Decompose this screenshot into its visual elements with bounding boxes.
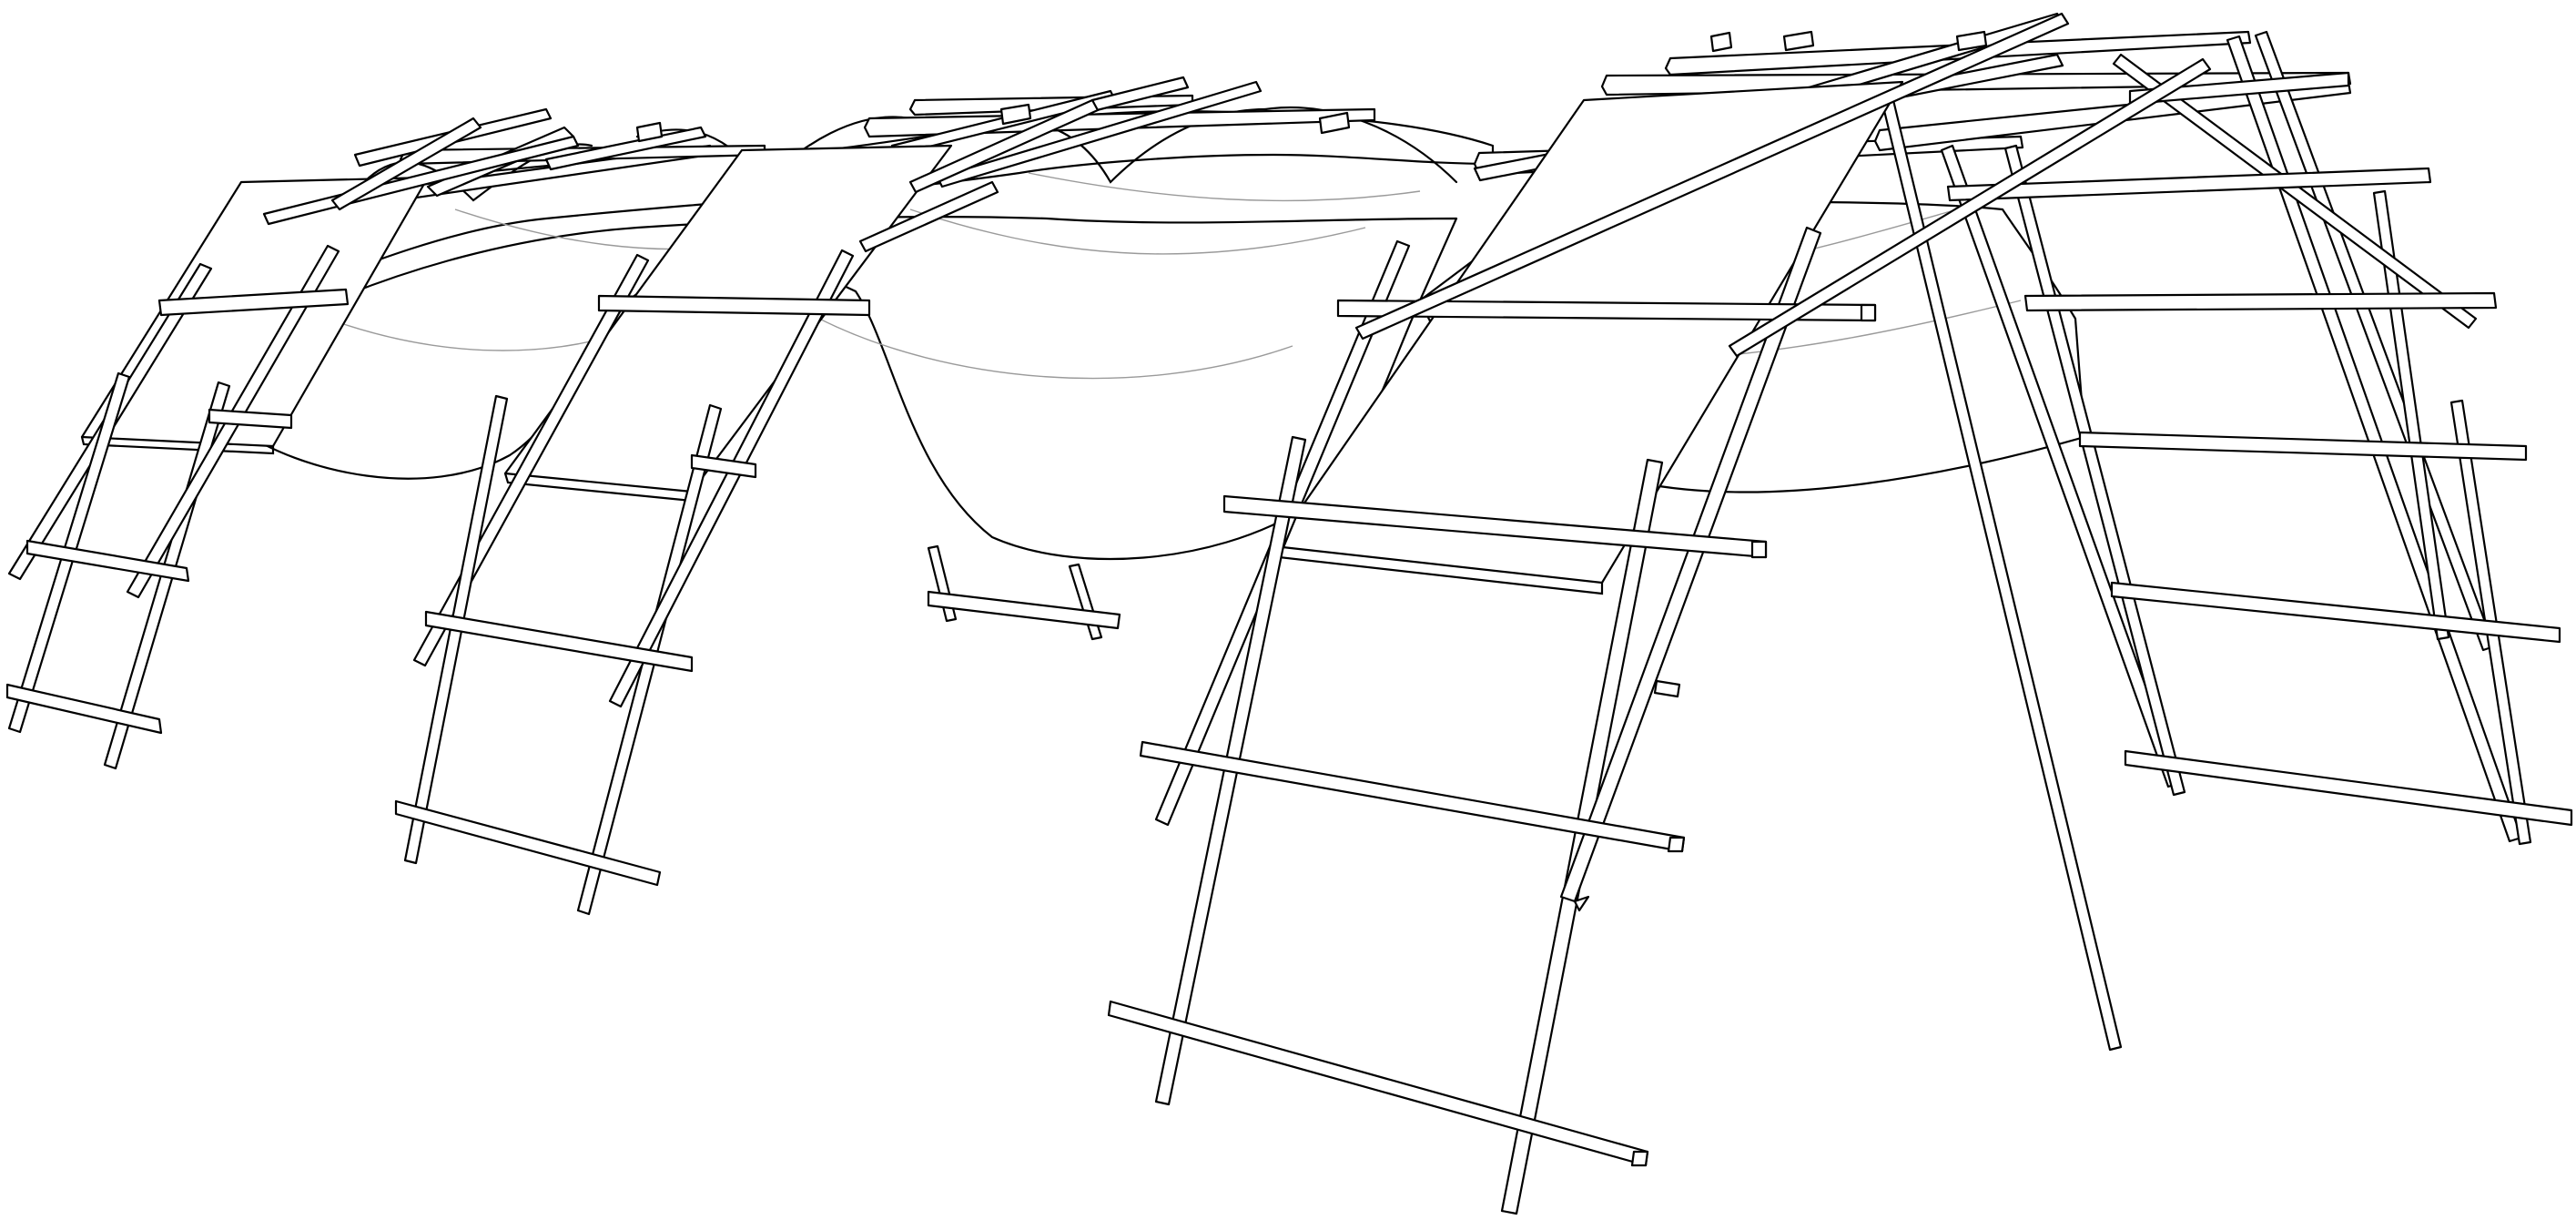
ladder-rail-middle-left-4	[608, 249, 855, 708]
ladder-rail-front-4-cap	[1573, 895, 1590, 912]
ladder-rung-middle-left-2	[424, 610, 694, 673]
roof-panel-middle-left	[503, 144, 953, 493]
ladder-rail-front-3	[1500, 458, 1664, 1215]
ladder-rung-right-6	[2128, 71, 2350, 106]
canopy-fold-4	[909, 208, 1366, 255]
rung-cap-4	[1630, 1150, 1649, 1167]
ladder-rung-middle-left-1	[394, 799, 662, 887]
ridge-block-5	[1955, 30, 1988, 52]
ladder-rung-middle-left-3	[597, 294, 871, 317]
ladder-rung-far-left-4	[208, 408, 293, 430]
back-leg-1	[927, 544, 958, 623]
ladder-rung-right-4	[2110, 581, 2561, 644]
ladder-rung-front-1	[1107, 1000, 1649, 1167]
ladder-rung-right-3	[2078, 431, 2528, 462]
roof-panel-front	[1273, 80, 1904, 585]
rung-cap-2	[1750, 540, 1768, 559]
ladder-rung-right-1	[1946, 167, 2432, 202]
brace-far-left-3	[330, 117, 482, 211]
frame-right	[1881, 30, 2573, 1052]
ridge-block-1	[999, 103, 1032, 126]
ladder-rung-far-left-2	[25, 539, 190, 583]
frame-far-left	[5, 107, 580, 770]
ladder-rung-far-left-1	[5, 683, 163, 735]
ladder-rail-right-4	[2254, 30, 2496, 652]
ridge-pole-14	[936, 80, 1263, 188]
ridge-block-2	[1318, 111, 1351, 135]
back-rung-1	[927, 590, 1121, 630]
ladder-rail-right-7	[2112, 53, 2478, 330]
frame-middle-left	[394, 98, 1100, 916]
brace-middle-left-1	[908, 98, 1100, 194]
ridge-block-4	[1782, 30, 1815, 52]
brace-front-2	[1728, 57, 2212, 358]
canopy-fold-3	[818, 318, 1293, 380]
ridge-block-3	[1709, 31, 1733, 53]
ridge-block-6	[635, 121, 664, 143]
brace-middle-left-2	[858, 180, 999, 253]
back-block-1	[1653, 679, 1681, 698]
roof-panel-far-left-edge	[80, 435, 275, 455]
ladder-rung-right-2	[2023, 291, 2498, 312]
back-legs	[927, 544, 1681, 698]
canopy-scallop-4	[1263, 107, 1458, 184]
ladder-rung-far-left-3	[157, 288, 350, 317]
ladder-rail-front-4	[1559, 226, 1822, 903]
canopy-fold-5	[1028, 172, 1421, 202]
ladder-rung-middle-left-4	[690, 453, 757, 479]
ladder-rung-right-5	[2124, 749, 2573, 827]
frame-front	[1107, 12, 2212, 1215]
brace-front-1	[1354, 12, 2070, 341]
rung-cap-1	[1860, 303, 1877, 322]
rung-cap-3	[1667, 836, 1686, 853]
ladder-rail-right-1	[1940, 144, 2182, 788]
back-leg-2	[1068, 563, 1103, 641]
